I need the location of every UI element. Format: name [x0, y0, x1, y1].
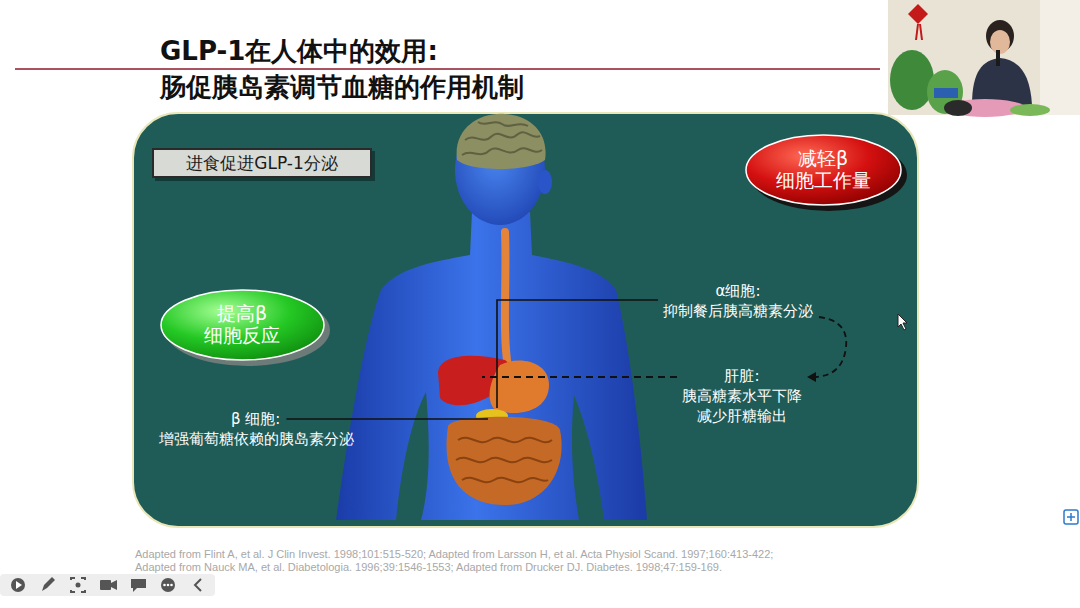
red-ellipse: 减轻β 细胞工作量 [745, 134, 902, 206]
dashed-arrow [816, 317, 846, 377]
name-sign [934, 88, 958, 98]
frame-dot [76, 583, 81, 588]
collapse-chevron [195, 579, 201, 591]
camera-icon [100, 580, 111, 590]
speaker-body [972, 58, 1032, 105]
ellipse-label: 减轻β 细胞工作量 [776, 148, 871, 192]
side-icon-mark [1067, 513, 1075, 521]
intestines [447, 417, 562, 505]
knot-tassel [916, 24, 922, 40]
plant [890, 50, 934, 110]
more-dot [170, 584, 173, 587]
cell-annotation: α细胞: 抑制餐后胰高糖素分泌 [663, 281, 813, 321]
more-icon [161, 578, 175, 592]
play-triangle [16, 581, 22, 589]
title-rule [15, 68, 880, 70]
mouse-cursor [898, 314, 907, 330]
brain-folds [462, 122, 542, 155]
microphone [996, 50, 1000, 66]
more-dot [167, 584, 170, 587]
brain [457, 114, 546, 169]
organ-annotation: 肝脏: 胰高糖素水平下降 减少肝糖输出 [682, 366, 802, 426]
video-wall [1040, 0, 1080, 115]
leader-line [497, 300, 658, 408]
green-ellipse: 提高β 细胞反应 [160, 289, 325, 361]
box-label: 进食促进GLP-1分泌 [186, 152, 337, 174]
diagram-panel [133, 113, 918, 527]
frame-icon [71, 578, 85, 592]
leader-line [286, 418, 488, 420]
cell-annotation: 增强葡萄糖依赖的胰岛素分泌 [159, 429, 354, 449]
red-knot [908, 4, 928, 24]
stomach [490, 361, 549, 413]
body-silhouette [336, 212, 647, 520]
arrow-head [807, 372, 816, 382]
more-dot [163, 584, 166, 587]
player-toolbar [0, 574, 215, 596]
grey-box: 进食促进GLP-1分泌 [152, 148, 372, 178]
ellipse-fill [161, 290, 324, 360]
toolbar-band [0, 574, 215, 596]
ear [538, 170, 552, 194]
camera-lens [111, 580, 117, 590]
human-figure [336, 114, 647, 520]
play-icon [11, 578, 25, 592]
pen-icon [42, 577, 55, 591]
chat-icon [131, 579, 146, 592]
reference-note: Adapted from Nauck MA, et al. Diabetolog… [135, 561, 722, 574]
slide-title: GLP-1在人体中的效用: 肠促胰岛素调节血糖的作用机制 [160, 33, 580, 105]
speaker-video [888, 0, 1080, 117]
ellipse-label: 提高β 细胞反应 [204, 303, 280, 347]
dashed-line [482, 376, 677, 378]
audience-head [944, 100, 972, 116]
flowers [1010, 104, 1050, 116]
ellipse-fill [746, 135, 901, 205]
reference-note: Adapted from Flint A, et al. J Clin Inve… [135, 548, 773, 561]
video-background [888, 0, 1080, 115]
cell-heading: β 细胞: [231, 409, 280, 429]
intestine-coils [456, 438, 552, 483]
side-icon [1064, 510, 1078, 524]
